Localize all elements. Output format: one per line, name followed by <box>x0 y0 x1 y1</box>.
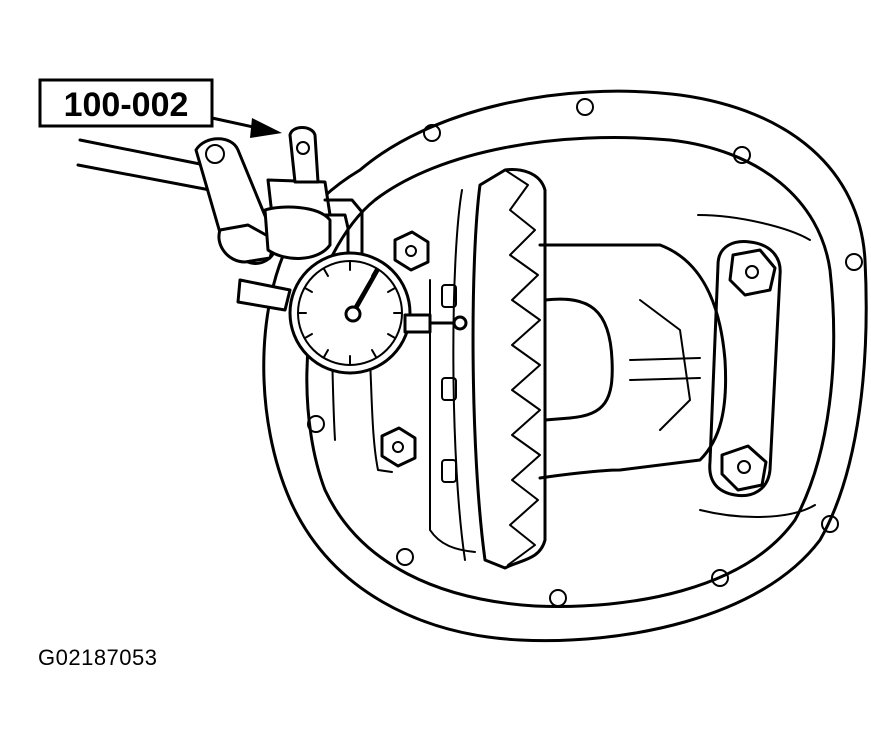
dial-indicator <box>288 251 468 375</box>
figure-id: G02187053 <box>38 645 158 670</box>
differential-carrier <box>538 243 728 480</box>
callout-arrow <box>210 116 260 130</box>
arrowhead-icon <box>250 118 282 138</box>
dial-needle <box>350 268 380 316</box>
flange-bolt-holes <box>307 98 863 607</box>
tool-callout: 100-002 <box>38 78 282 138</box>
callout-box <box>38 78 214 128</box>
left-cap-nuts <box>380 230 430 468</box>
dial-indicator-holder <box>76 126 364 312</box>
ring-gear-bolts <box>441 284 457 483</box>
bearing-cap <box>708 240 782 498</box>
housing-flange <box>262 89 868 643</box>
callout-label: 100-002 <box>64 86 189 124</box>
ring-gear <box>452 168 547 570</box>
